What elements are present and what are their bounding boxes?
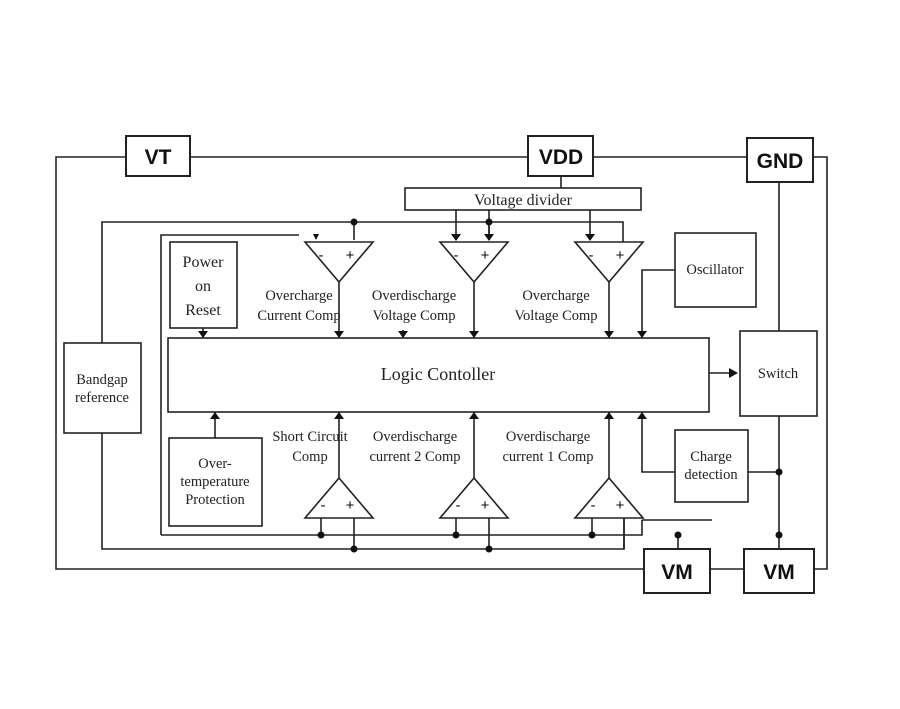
comparator-plus-sign: + [481, 247, 490, 264]
comparator-overdischarge-current-1: - + Overdischarge current 1 Comp [502, 429, 645, 519]
over-temperature-line-1: Over- [198, 456, 232, 472]
pin-vm-left-label: VM [661, 561, 693, 584]
oscillator-block: Oscillator [674, 232, 757, 308]
comparator-label-line-1: Overcharge [265, 288, 332, 304]
comparator-label-line-1: Overdischarge [373, 429, 457, 445]
comparator-minus-sign: - [591, 497, 596, 514]
outer-wires [55, 156, 828, 570]
comparator-plus-sign: + [616, 497, 625, 514]
pin-gnd: GND [746, 137, 814, 183]
comparator-label-line-2: Comp [292, 449, 327, 465]
logic-controller-label: Logic Contoller [381, 364, 495, 384]
oscillator-label: Oscillator [686, 262, 743, 278]
comparator-plus-sign: + [616, 247, 625, 264]
switch-label: Switch [758, 366, 799, 382]
comparator-minus-sign: - [321, 497, 326, 514]
bandgap-line-2: reference [75, 390, 129, 406]
comparator-label-line-2: current 1 Comp [502, 449, 593, 465]
comparator-minus-sign: - [454, 247, 459, 264]
bandgap-line-1: Bandgap [76, 372, 128, 388]
pin-vt-label: VT [145, 146, 172, 169]
switch-block: Switch [739, 330, 818, 417]
comparator-minus-sign: - [319, 247, 324, 264]
comparator-overcharge-voltage: - + Overcharge Voltage Comp [514, 241, 645, 324]
bandgap-block: Bandgap reference [63, 342, 142, 434]
comparator-minus-sign: - [456, 497, 461, 514]
logic-controller-block: Logic Contoller [167, 337, 710, 413]
comparator-minus-sign: - [589, 247, 594, 264]
pin-vm-right-label: VM [763, 561, 795, 584]
power-on-reset-block: Power on Reset [169, 241, 238, 329]
comparator-short-circuit: - + Short Circuit Comp [272, 429, 375, 519]
over-temperature-block: Over- temperature Protection [168, 437, 263, 527]
junction-dots [317, 218, 783, 553]
pin-vdd-label: VDD [539, 146, 583, 169]
comparator-overdischarge-current-2: - + Overdischarge current 2 Comp [369, 429, 510, 519]
comparator-overcharge-current: - + Overcharge Current Comp [257, 241, 375, 324]
pin-vdd: VDD [527, 135, 594, 177]
power-on-reset-line-1: Power [183, 254, 225, 271]
charge-detection-line-1: Charge [690, 449, 732, 465]
arrowheads [198, 234, 738, 419]
comparator-plus-sign: + [346, 497, 355, 514]
comparator-label-line-1: Short Circuit [272, 429, 347, 445]
comparator-label-line-2: Voltage Comp [372, 308, 455, 324]
comparator-label-line-2: current 2 Comp [369, 449, 460, 465]
comparator-plus-sign: + [481, 497, 490, 514]
power-on-reset-line-2: on [195, 278, 211, 295]
voltage-divider-label: Voltage divider [474, 192, 573, 209]
charge-detection-line-2: detection [684, 467, 738, 483]
comparator-label-line-1: Overdischarge [372, 288, 456, 304]
over-temperature-line-3: Protection [185, 492, 245, 508]
comparator-label-line-2: Voltage Comp [514, 308, 597, 324]
pin-vm-right: VM [743, 548, 815, 594]
power-on-reset-line-3: Reset [185, 302, 221, 319]
comparator-overdischarge-voltage: - + Overdischarge Voltage Comp [372, 241, 510, 324]
comparator-label-line-1: Overdischarge [506, 429, 590, 445]
comparator-plus-sign: + [346, 247, 355, 264]
comparator-label-line-2: Current Comp [257, 308, 340, 324]
pin-gnd-label: GND [757, 150, 804, 173]
pin-vm-left: VM [643, 548, 711, 594]
pin-vt: VT [125, 135, 191, 177]
voltage-divider-block: Voltage divider [404, 187, 642, 211]
over-temperature-line-2: temperature [180, 474, 249, 490]
charge-detection-block: Charge detection [674, 429, 749, 503]
comparator-label-line-1: Overcharge [522, 288, 589, 304]
